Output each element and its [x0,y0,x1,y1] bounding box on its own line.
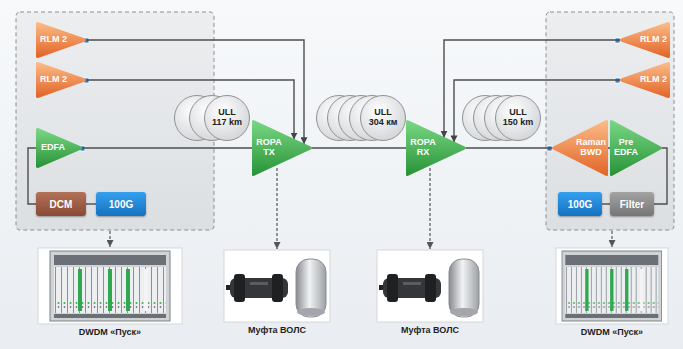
node-label: 100G [109,199,133,210]
ropa-triangle: ROPA TX [252,120,312,176]
shape-outline [622,64,669,97]
fiber-spool: ULL 117 km [174,94,250,142]
photo-frame [556,248,668,324]
dwdm-rack-picture [562,251,662,321]
photo-frame [224,250,330,322]
node-label: RLM 2 [638,75,669,85]
dashed-pointer [109,231,110,247]
fiber-connector [654,148,667,204]
node-label: EDFA [38,143,68,153]
shape-outline [38,64,85,97]
equipment-caption: Муфта ВОЛС [248,326,306,336]
spool-disc [496,96,541,141]
ropa-triangle: ROPA RX [406,120,466,176]
splice-closure-picture [226,259,326,317]
node-label: ULL 117 km [211,108,244,128]
raman-triangle: Raman BWD [552,120,608,176]
node-label: ULL 304 км [367,108,400,128]
amplifier-triangle: RLM 2 [36,62,86,98]
shape-outline [38,130,81,167]
photo-frame [377,250,483,322]
splice-closure-picture [379,259,479,317]
fiber-connector [86,203,96,204]
node-label: DCM [50,199,73,210]
node-label: Filter [620,199,644,210]
node-label: ROPA TX [254,138,284,158]
dashed-pointer [611,231,612,247]
fiber-spool: ULL 150 km [462,94,541,142]
fiber-connector [466,147,552,148]
amplifier-triangle: RLM 2 [620,62,670,98]
shape-outline [622,24,669,57]
spool-disc [205,96,250,141]
node-label: RLM 2 [38,35,69,45]
filter-box: Filter [610,192,654,216]
equipment-caption: Муфта ВОЛС [401,326,459,336]
photo-frame [38,248,182,324]
fiber-connector [312,147,406,148]
node-label: RLM 2 [38,75,69,85]
shape-outline [612,122,661,175]
amplifier-triangle: EDFA [36,128,82,168]
amplifier-triangle: Pre EDFA [610,120,662,176]
equipment-caption: DWDM «Пуск» [581,328,643,338]
fiber-connector [28,148,36,204]
dashed-pointer [276,168,277,249]
shape-outline [38,24,85,57]
dashed-pointer [429,168,430,249]
spool-disc [361,96,406,141]
fiber-connector [82,147,252,148]
amplifier-triangle: RLM 2 [36,22,86,58]
fiber-spool: ULL 304 км [316,94,406,142]
fiber-connector [602,203,610,204]
equipment-panel [546,12,674,230]
node-label: RLM 2 [638,35,669,45]
node-label: Raman BWD [575,138,607,158]
shape-outline [254,122,311,175]
fiber-connector [608,147,610,148]
amplifier-triangle: RLM 2 [620,22,670,58]
node-label: ROPA RX [408,138,438,158]
node-label: ULL 150 km [502,108,535,128]
node-label: 100G [568,199,592,210]
shape-outline [408,122,465,175]
dwdm-rack-picture [50,251,170,321]
node-label: Pre EDFA [612,138,640,158]
module-box: DCM [36,192,86,216]
transponder-box: 100G [96,192,146,216]
equipment-caption: DWDM «Пуск» [79,328,141,338]
shape-outline [554,122,607,175]
transponder-box: 100G [558,192,602,216]
